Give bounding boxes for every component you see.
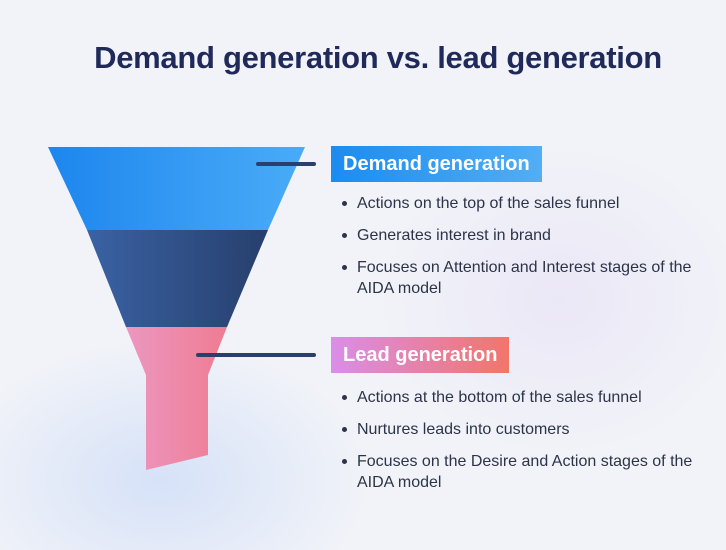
list-item: Actions on the top of the sales funnel: [340, 193, 720, 214]
lead-generation-label: Lead generation: [331, 337, 510, 373]
list-item: Focuses on Attention and Interest stages…: [340, 257, 720, 299]
demand-bullet-list: Actions on the top of the sales funnel G…: [340, 193, 720, 310]
funnel-top-section: [48, 147, 305, 230]
lead-connector-line: [196, 353, 316, 357]
demand-connector-line: [256, 162, 316, 166]
list-item: Focuses on the Desire and Action stages …: [340, 451, 720, 493]
funnel-bottom-section: [126, 327, 227, 470]
list-item: Nurtures leads into customers: [340, 419, 720, 440]
page-title: Demand generation vs. lead generation: [94, 40, 662, 75]
list-item: Actions at the bottom of the sales funne…: [340, 387, 720, 408]
list-item: Generates interest in brand: [340, 225, 720, 246]
demand-generation-label: Demand generation: [331, 146, 542, 182]
lead-bullet-list: Actions at the bottom of the sales funne…: [340, 387, 720, 504]
funnel-middle-section: [87, 230, 268, 327]
